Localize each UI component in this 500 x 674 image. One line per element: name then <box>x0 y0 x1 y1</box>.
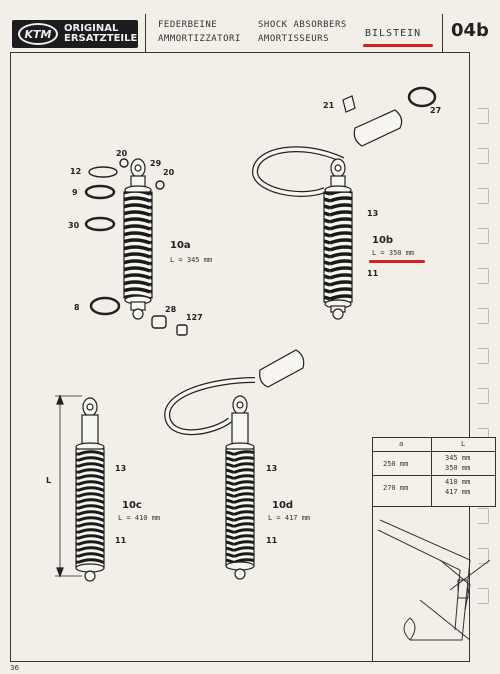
ring-30 <box>84 216 116 232</box>
table-header-L: L <box>461 440 466 448</box>
logo-text-line1: ORIGINAL <box>64 23 119 34</box>
shock-10a-drawing <box>123 158 153 320</box>
index-tab <box>478 388 489 404</box>
brand-label: BILSTEIN <box>365 28 422 39</box>
page-header: KTM ORIGINAL ERSATZTEILE FEDERBEINE AMMO… <box>10 14 489 53</box>
table-cell-L: 350 mm <box>445 464 471 472</box>
part-label-27: 27 <box>430 106 442 115</box>
index-tab <box>478 148 489 164</box>
small-parts-10a <box>84 158 188 336</box>
length-table: a L 250 mm 345 mm 350 mm 270 mm 410 mm 4… <box>372 437 496 507</box>
frame-inset-sketch <box>377 519 491 641</box>
part-label-21: 21 <box>323 101 335 110</box>
inset-panel <box>372 507 497 662</box>
part-label-11-d: 11 <box>266 536 278 545</box>
bushing-28 <box>151 315 167 329</box>
title-german: FEDERBEINE <box>158 20 218 30</box>
table-cell-a: 250 mm <box>383 460 409 468</box>
index-tab <box>478 348 489 364</box>
part-label-9: 9 <box>72 188 78 197</box>
shock-10b-drawing <box>251 86 437 320</box>
clip-8 <box>89 296 121 316</box>
header-separator-2 <box>442 14 444 52</box>
index-tab <box>478 188 489 204</box>
table-header-a: a <box>399 440 404 448</box>
part-label-13: 13 <box>367 209 379 218</box>
table-row <box>373 475 495 476</box>
part-label-30: 30 <box>68 221 80 230</box>
title-italian: AMMORTIZZATORI <box>158 34 241 44</box>
model-10b-highlight <box>369 260 425 263</box>
model-label-10b: 10b <box>372 235 394 246</box>
page-code: 04b <box>451 20 489 41</box>
index-tab <box>478 588 489 604</box>
part-label-20b: 20 <box>163 168 175 177</box>
bracket-21 <box>342 95 356 113</box>
dimension-label-L: L <box>46 476 52 485</box>
table-column-divider <box>431 438 432 506</box>
model-label-10a: 10a <box>170 240 191 251</box>
title-french: AMORTISSEURS <box>258 34 330 44</box>
model-length-10c: L = 410 mm <box>118 514 161 522</box>
spring-10d <box>225 448 255 566</box>
part-label-28: 28 <box>165 305 177 314</box>
part-label-11: 11 <box>367 269 379 278</box>
header-separator <box>145 14 147 52</box>
footer-page-number: 36 <box>10 664 19 672</box>
table-cell-L: 417 mm <box>445 488 471 496</box>
index-tab <box>478 308 489 324</box>
brand-underline <box>363 44 433 47</box>
index-tab <box>478 108 489 124</box>
part-label-127: 127 <box>186 313 203 322</box>
spring-10c <box>75 448 105 568</box>
clamp-27 <box>407 86 437 108</box>
content-frame <box>10 53 470 662</box>
nut-20 <box>119 158 129 168</box>
model-label-10c: 10c <box>122 500 142 511</box>
washer-9 <box>84 184 116 200</box>
index-tab <box>478 548 489 564</box>
spring-10a <box>123 191 153 299</box>
index-tab <box>478 508 489 524</box>
model-length-10d: L = 417 mm <box>268 514 311 522</box>
shock-10d-drawing <box>164 349 305 580</box>
title-english: SHOCK ABSORBERS <box>258 20 347 30</box>
logo-text: ORIGINAL ERSATZTEILE <box>64 24 137 44</box>
nut-20b <box>155 180 165 190</box>
part-label-11-c: 11 <box>115 536 127 545</box>
circlip-12 <box>88 166 118 178</box>
index-tab <box>478 268 489 284</box>
ktm-logo-mark: KTM <box>18 23 58 45</box>
reservoir-10b <box>353 109 403 147</box>
part-label-13-c: 13 <box>115 464 127 473</box>
part-label-12: 12 <box>70 167 82 176</box>
index-tab <box>478 228 489 244</box>
shock-10c-drawing <box>55 394 105 582</box>
part-label-13-d: 13 <box>266 464 278 473</box>
bushing-127 <box>176 324 188 336</box>
table-row <box>373 451 495 452</box>
part-label-20: 20 <box>116 149 128 158</box>
ktm-logo: KTM ORIGINAL ERSATZTEILE <box>12 20 138 48</box>
reservoir-10d <box>259 349 305 388</box>
table-cell-a: 270 mm <box>383 484 409 492</box>
model-length-10a: L = 345 mm <box>170 256 213 264</box>
model-length-10b: L = 350 mm <box>372 249 415 257</box>
table-cell-L: 345 mm <box>445 454 471 462</box>
logo-text-line2: ERSATZTEILE <box>64 33 138 44</box>
part-label-29: 29 <box>150 159 162 168</box>
header-title-en-fr: SHOCK ABSORBERS AMORTISSEURS <box>258 18 347 46</box>
model-label-10d: 10d <box>272 500 294 511</box>
part-label-8: 8 <box>74 303 80 312</box>
table-cell-L: 410 mm <box>445 478 471 486</box>
header-title-de-it: FEDERBEINE AMMORTIZZATORI <box>158 18 241 46</box>
spring-10b <box>323 191 353 303</box>
